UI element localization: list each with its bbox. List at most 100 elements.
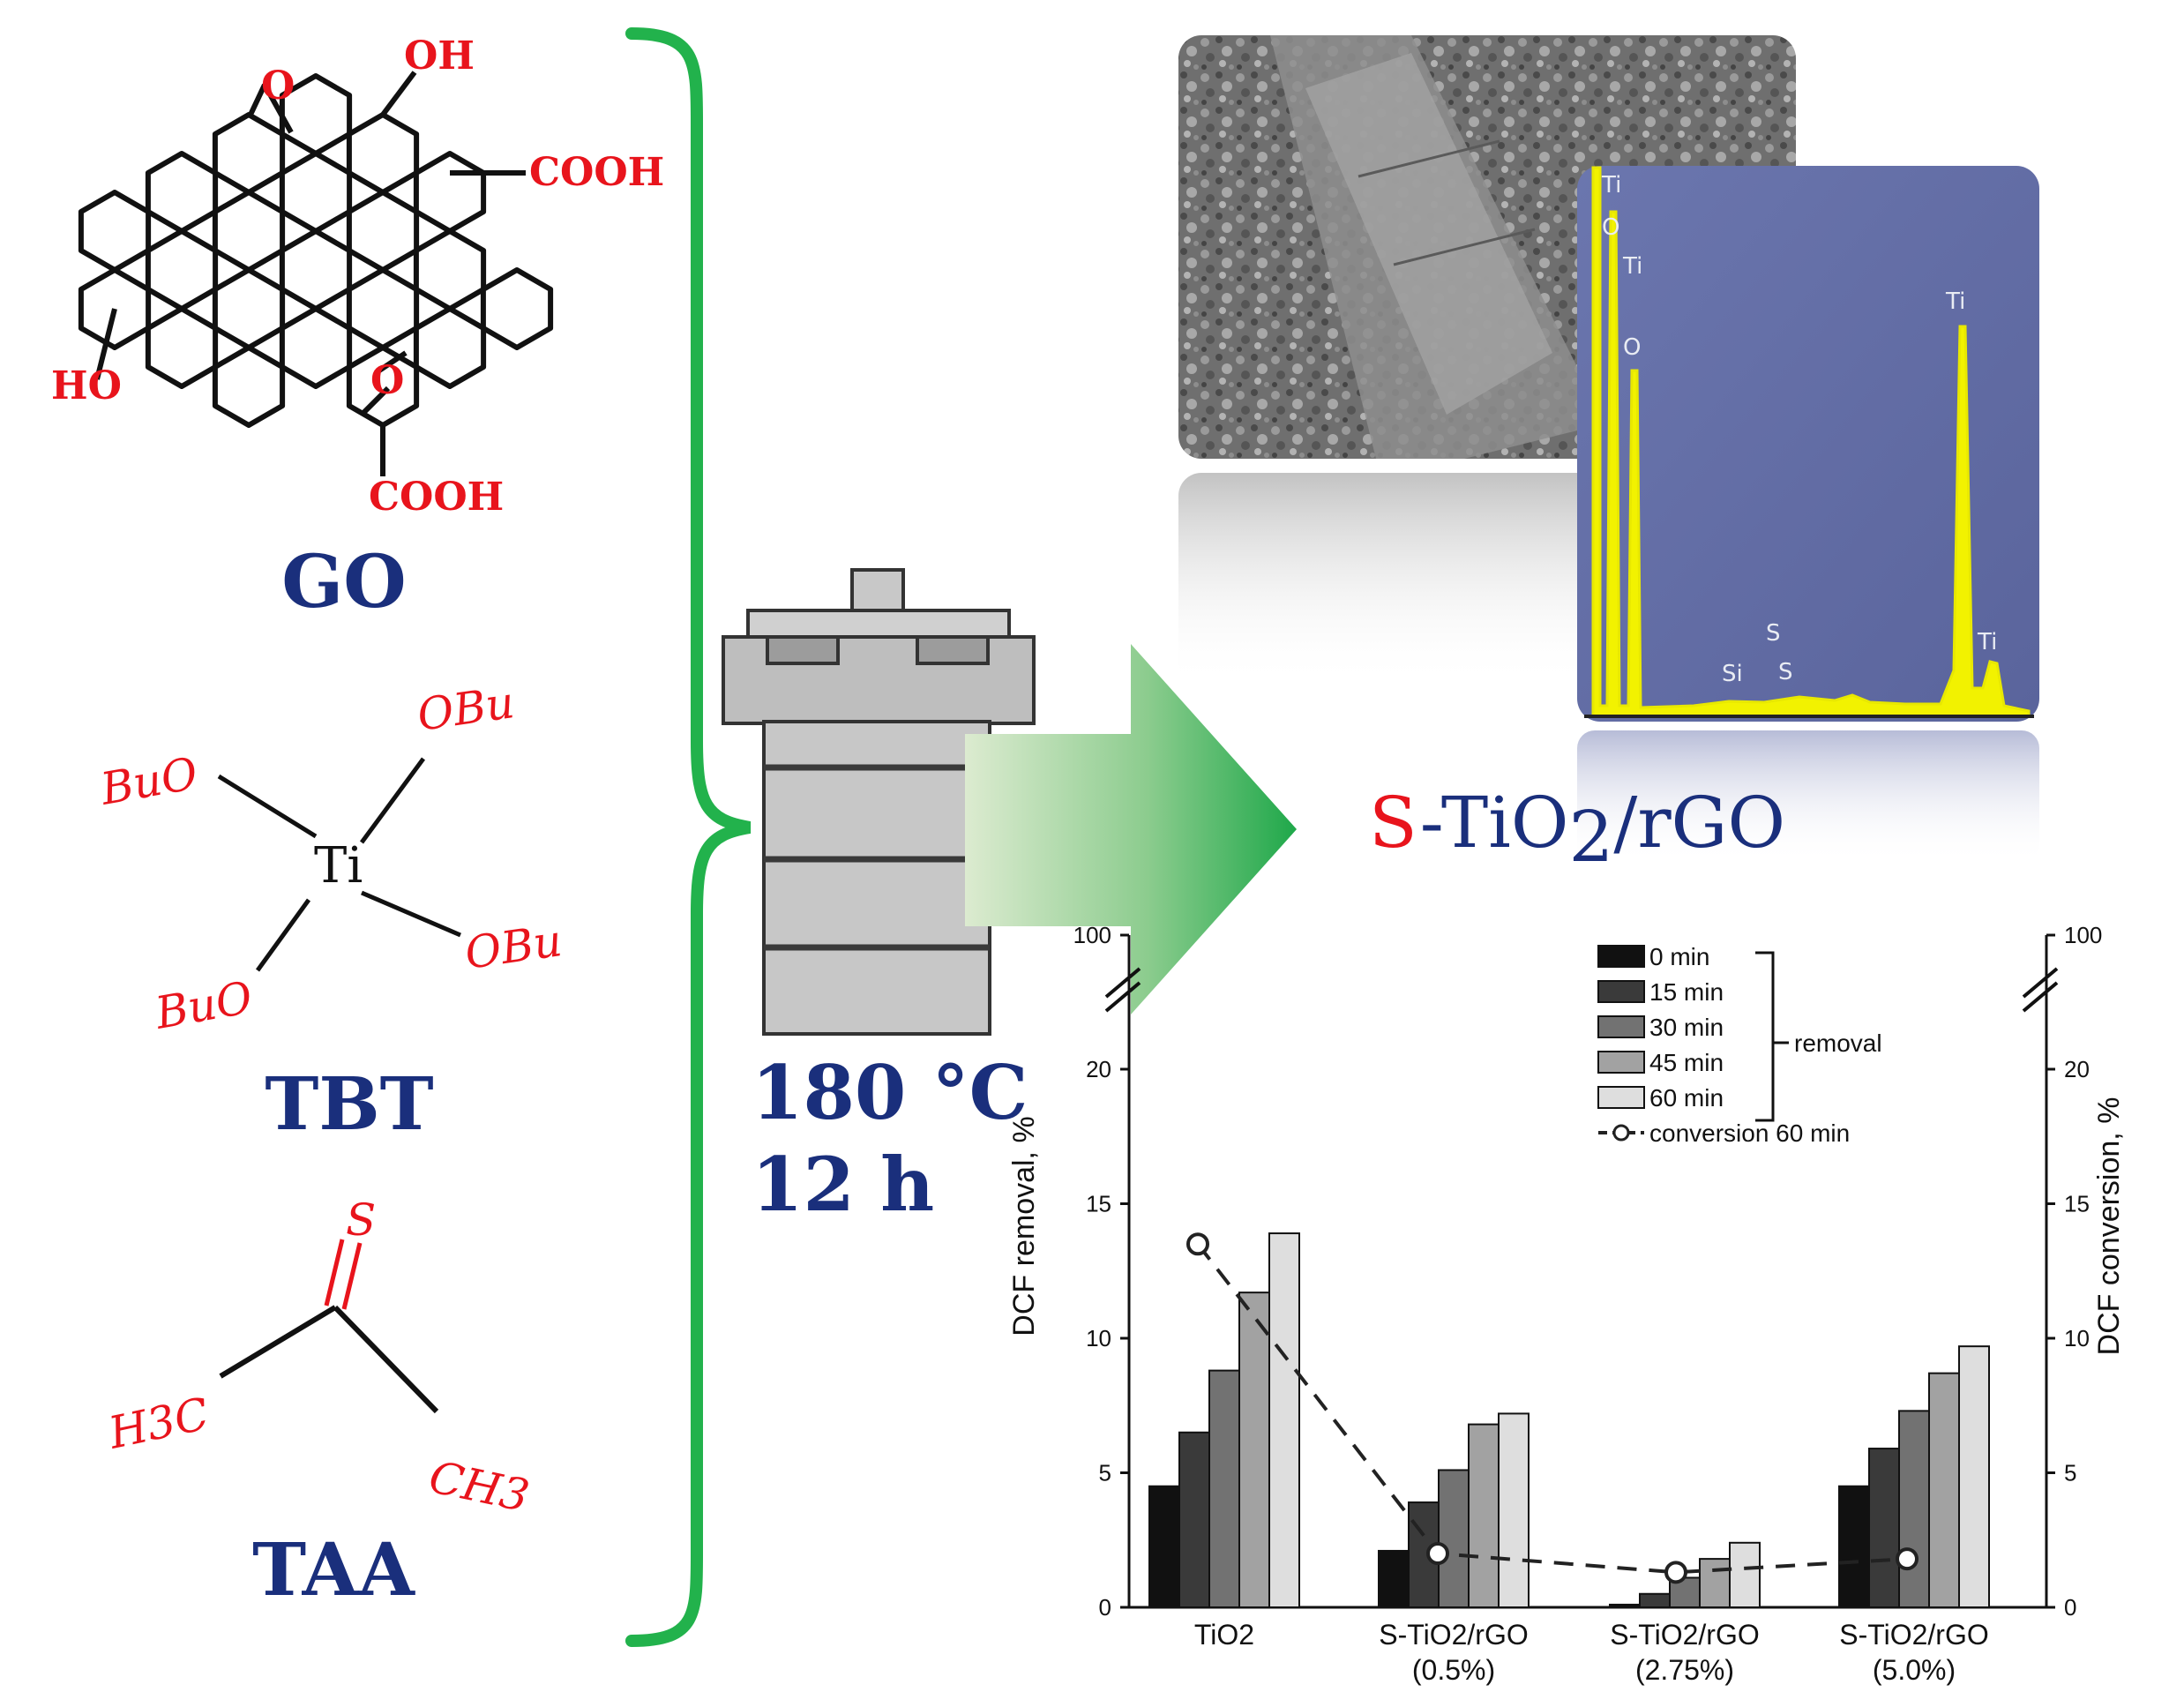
legend-conversion-marker — [1612, 1124, 1630, 1142]
go-ring — [279, 151, 353, 234]
axis-break-mark — [2022, 967, 2059, 999]
taa-h3c-label: H3C — [103, 1388, 213, 1459]
bar-15-min-3 — [1868, 1448, 1900, 1609]
reaction-arrow — [965, 644, 1297, 1014]
go-molecule — [78, 71, 554, 476]
y-axis-label-left: DCF removal, % — [1007, 1116, 1041, 1336]
go-ring — [212, 267, 286, 350]
bar-30-min-0 — [1208, 1369, 1240, 1608]
taa-ch3-label: CH3 — [425, 1451, 534, 1522]
go-ring — [212, 190, 286, 273]
eds-peak-label: Si — [1722, 661, 1743, 687]
taa-name: TAA — [252, 1528, 415, 1613]
y-tick-label-left: 10 — [1086, 1325, 1111, 1351]
go-ring — [145, 151, 219, 234]
bar-15-min-0 — [1178, 1431, 1210, 1608]
bar-45-min-3 — [1928, 1372, 1960, 1609]
legend-group-label: removal — [1794, 1029, 1882, 1057]
go-ring — [480, 267, 554, 350]
go-ring — [78, 190, 152, 273]
condition-temperature: 180 °C — [752, 1049, 1028, 1136]
eds-peak-label: O — [1602, 214, 1619, 241]
go-epoxy-top-label: O — [261, 64, 295, 109]
eds-peak-label: Ti — [1977, 629, 1997, 655]
conversion-point — [1664, 1561, 1687, 1584]
go-bond — [248, 83, 267, 116]
y-axis-label-right: DCF conversion, % — [2092, 1097, 2126, 1356]
tbt-obu-right-label: OBu — [462, 915, 565, 979]
eds-peak-label: O — [1623, 334, 1641, 361]
legend-label: 30 min — [1649, 1014, 1724, 1041]
eds-peak-label: Ti — [1601, 172, 1621, 198]
legend-label: 0 min — [1649, 943, 1709, 970]
y-tick-label-left: 20 — [1086, 1056, 1111, 1082]
go-ring — [413, 151, 487, 234]
eds-trace — [1591, 166, 2031, 718]
tbt-buo-left-label: BuO — [96, 748, 201, 815]
go-ring — [346, 345, 420, 428]
go-ring — [346, 112, 420, 195]
go-ring — [212, 345, 286, 428]
bar-30-min-1 — [1438, 1469, 1470, 1608]
legend-swatch — [1597, 1051, 1645, 1074]
legend-label: 45 min — [1649, 1049, 1724, 1076]
eds-peak-label: Ti — [1945, 288, 1965, 315]
taa-s-label: S — [346, 1194, 376, 1246]
taa-molecule — [219, 1239, 439, 1414]
go-epoxy-mid-label: O — [370, 358, 404, 403]
bar-60-min-1 — [1498, 1412, 1530, 1609]
go-bond — [94, 308, 117, 380]
go-ring — [279, 228, 353, 311]
go-ring — [346, 190, 420, 273]
axis-break-mark — [1104, 967, 1141, 999]
y-tick-label-right: 0 — [2064, 1594, 2076, 1621]
go-ring — [346, 267, 420, 350]
eds-peak-label: Ti — [1622, 253, 1642, 280]
go-ring — [413, 306, 487, 389]
go-cooh-right-label: COOH — [529, 150, 664, 195]
go-ring — [413, 228, 487, 311]
tbt-molecule — [217, 757, 461, 972]
bar-0-min-2 — [1609, 1603, 1641, 1608]
bar-0-min-0 — [1148, 1485, 1180, 1608]
go-ho-left-label: HO — [51, 363, 122, 408]
y-tick-label-right: 15 — [2064, 1191, 2090, 1217]
go-cooh-bottom-label: COOH — [369, 475, 504, 520]
y-tick-label-left: 0 — [1099, 1594, 1111, 1621]
bar-45-min-1 — [1468, 1423, 1500, 1608]
legend-label: 15 min — [1649, 978, 1724, 1006]
go-ring — [145, 228, 219, 311]
conversion-point — [1186, 1232, 1209, 1256]
axis-break-mark — [2022, 981, 2059, 1013]
go-bond — [359, 386, 391, 417]
eds-peak-label: S — [1778, 659, 1793, 685]
bar-0-min-1 — [1378, 1549, 1410, 1608]
condition-time: 12 h — [752, 1141, 934, 1228]
go-oh-top-label: OH — [404, 34, 475, 79]
legend-label: 60 min — [1649, 1084, 1724, 1112]
go-bond — [262, 83, 294, 134]
go-ring — [279, 306, 353, 389]
y-tick-label-right: 20 — [2064, 1056, 2090, 1082]
legend-swatch — [1597, 980, 1645, 1003]
tbt-center-label: Ti — [314, 837, 363, 895]
autoclave-icon — [722, 568, 1036, 1036]
tbt-name: TBT — [265, 1062, 433, 1147]
axis-break-mark — [1104, 981, 1141, 1013]
y-tick-label-right: 5 — [2064, 1460, 2076, 1486]
go-bond — [378, 350, 408, 373]
bar-45-min-0 — [1238, 1291, 1270, 1609]
eds-spectrum — [1577, 166, 2039, 863]
y-tick-label-right: 10 — [2064, 1325, 2090, 1351]
category-label: S-TiO2/rGO(5.0%) — [1839, 1619, 1988, 1686]
go-bond — [380, 71, 417, 116]
y-tick-label-left: 5 — [1099, 1460, 1111, 1486]
bar-60-min-2 — [1729, 1541, 1761, 1609]
conversion-line — [1196, 1243, 1908, 1575]
eds-peak-label: S — [1766, 620, 1781, 647]
go-ring — [145, 306, 219, 389]
go-ring — [212, 112, 286, 195]
bar-45-min-2 — [1699, 1558, 1731, 1608]
